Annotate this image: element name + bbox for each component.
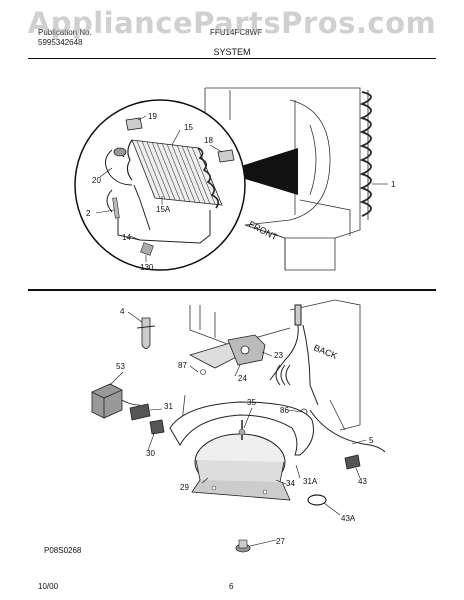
overload-30 [149,419,165,435]
condenser [126,139,223,209]
back-label: BACK [312,343,338,361]
callout-27: 27 [276,537,285,546]
callout-23: 23 [274,351,283,360]
callout-4: 4 [120,307,125,316]
part-130 [140,242,154,256]
watermark: AppliancePartsPros.com [27,6,437,40]
callout-31a: 31A [303,477,318,486]
publication-label: Publication No. [38,28,92,37]
compressor [191,420,291,501]
front-label: FRONT [247,219,280,243]
callout-2: 2 [86,209,91,218]
cabinet-back [179,299,361,441]
publication-number: 5995342648 [38,38,83,47]
callout-87: 87 [178,361,187,370]
callout-31: 31 [164,402,173,411]
callout-1: 1 [391,180,396,189]
callout-20: 20 [92,176,101,185]
bracket-assembly [188,334,266,375]
cord-connector-31 [129,403,151,421]
callout-34: 34 [286,479,295,488]
part-43 [344,454,361,470]
section-divider [28,289,436,291]
callout-43: 43 [358,477,367,486]
section-title: SYSTEM [213,47,251,57]
side-coil [359,90,372,220]
callout-43a: 43A [341,514,356,523]
harness-23 [269,304,319,406]
footer-date: 10/00 [38,582,59,591]
page-number: 6 [229,582,234,591]
header-rule [28,58,436,59]
model-number: FFU14FC8WF [210,28,262,37]
access-valve-4 [136,317,156,349]
callout-24: 24 [238,374,247,383]
clamp-43a [307,494,327,506]
screw-86 [300,408,308,416]
callout-35: 35 [247,398,256,407]
grommet-27 [235,539,251,553]
upper-leaders [95,115,388,262]
pad-19 [125,117,143,131]
callout-5: 5 [369,436,374,445]
detail-pointer [222,148,298,195]
callout-15a: 15A [156,205,171,214]
tube-loop-31a [169,401,314,456]
callout-14: 14 [122,233,131,242]
callout-53: 53 [116,362,125,371]
callout-30: 30 [146,449,155,458]
callout-15: 15 [184,123,193,132]
pad-18 [217,149,235,163]
condenser-system-diagram: 19 15 18 20 1 15A 2 14 130 FRONT [74,87,396,272]
callout-18: 18 [204,136,213,145]
drier-20 [113,147,127,157]
callout-19: 19 [148,112,157,121]
callout-29: 29 [180,483,189,492]
cabinet-outline [204,87,361,271]
clip-2 [112,197,120,219]
power-cord-5 [309,409,386,453]
relay-53 [91,383,141,419]
callout-130: 130 [140,263,154,272]
lower-leaders [109,311,367,547]
callout-86: 86 [280,406,289,415]
figure-id: P08S0268 [44,546,82,555]
